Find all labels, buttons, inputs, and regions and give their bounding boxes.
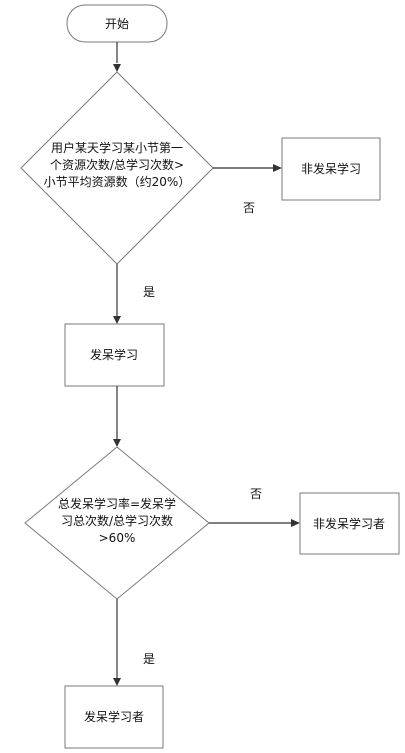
no-label-1: 否 <box>243 201 255 215</box>
start-label: 开始 <box>105 17 129 31</box>
idle-learner-label: 发呆学习者 <box>84 709 144 724</box>
idle-learner-box: 发呆学习者 <box>64 685 164 749</box>
yes-label-1: 是 <box>143 285 155 299</box>
edge-decision2-yes: 是 <box>113 599 155 686</box>
decision2-line-2: 习总次数/总学习次数 <box>61 513 173 528</box>
start-node: 开始 <box>66 4 168 43</box>
decision2-line-1: 总发呆学习率=发呆学 <box>58 496 176 511</box>
non-idle-learning-box: 非发呆学习 <box>281 137 381 201</box>
decision2-line-3: >60% <box>99 531 136 545</box>
decision2-node: 总发呆学习率=发呆学 习总次数/总学习次数 >60% <box>24 446 210 600</box>
edge-start-to-decision1 <box>113 42 121 72</box>
edge-process1-to-decision2 <box>113 386 121 447</box>
non-idle-learning-label: 非发呆学习 <box>301 161 361 176</box>
no-label-2: 否 <box>250 487 262 501</box>
decision1-line-3: 小节平均资源数（约20%） <box>44 174 191 189</box>
edge-decision1-yes: 是 <box>113 264 155 324</box>
edge-decision1-no: 否 <box>213 164 282 215</box>
decision1-line-1: 用户某天学习某小节第一 <box>51 140 183 155</box>
yes-label-2: 是 <box>143 652 155 666</box>
decision1-line-2: 个资源次数/总学习次数> <box>50 157 184 172</box>
edge-decision2-no: 否 <box>209 487 300 527</box>
decision1-node: 用户某天学习某小节第一 个资源次数/总学习次数> 小节平均资源数（约20%） <box>20 71 214 265</box>
idle-learning-box: 发呆学习 <box>64 323 165 387</box>
non-idle-learner-label: 非发呆学习者 <box>313 516 385 531</box>
idle-learning-label: 发呆学习 <box>90 347 138 362</box>
non-idle-learner-box: 非发呆学习者 <box>299 492 400 555</box>
